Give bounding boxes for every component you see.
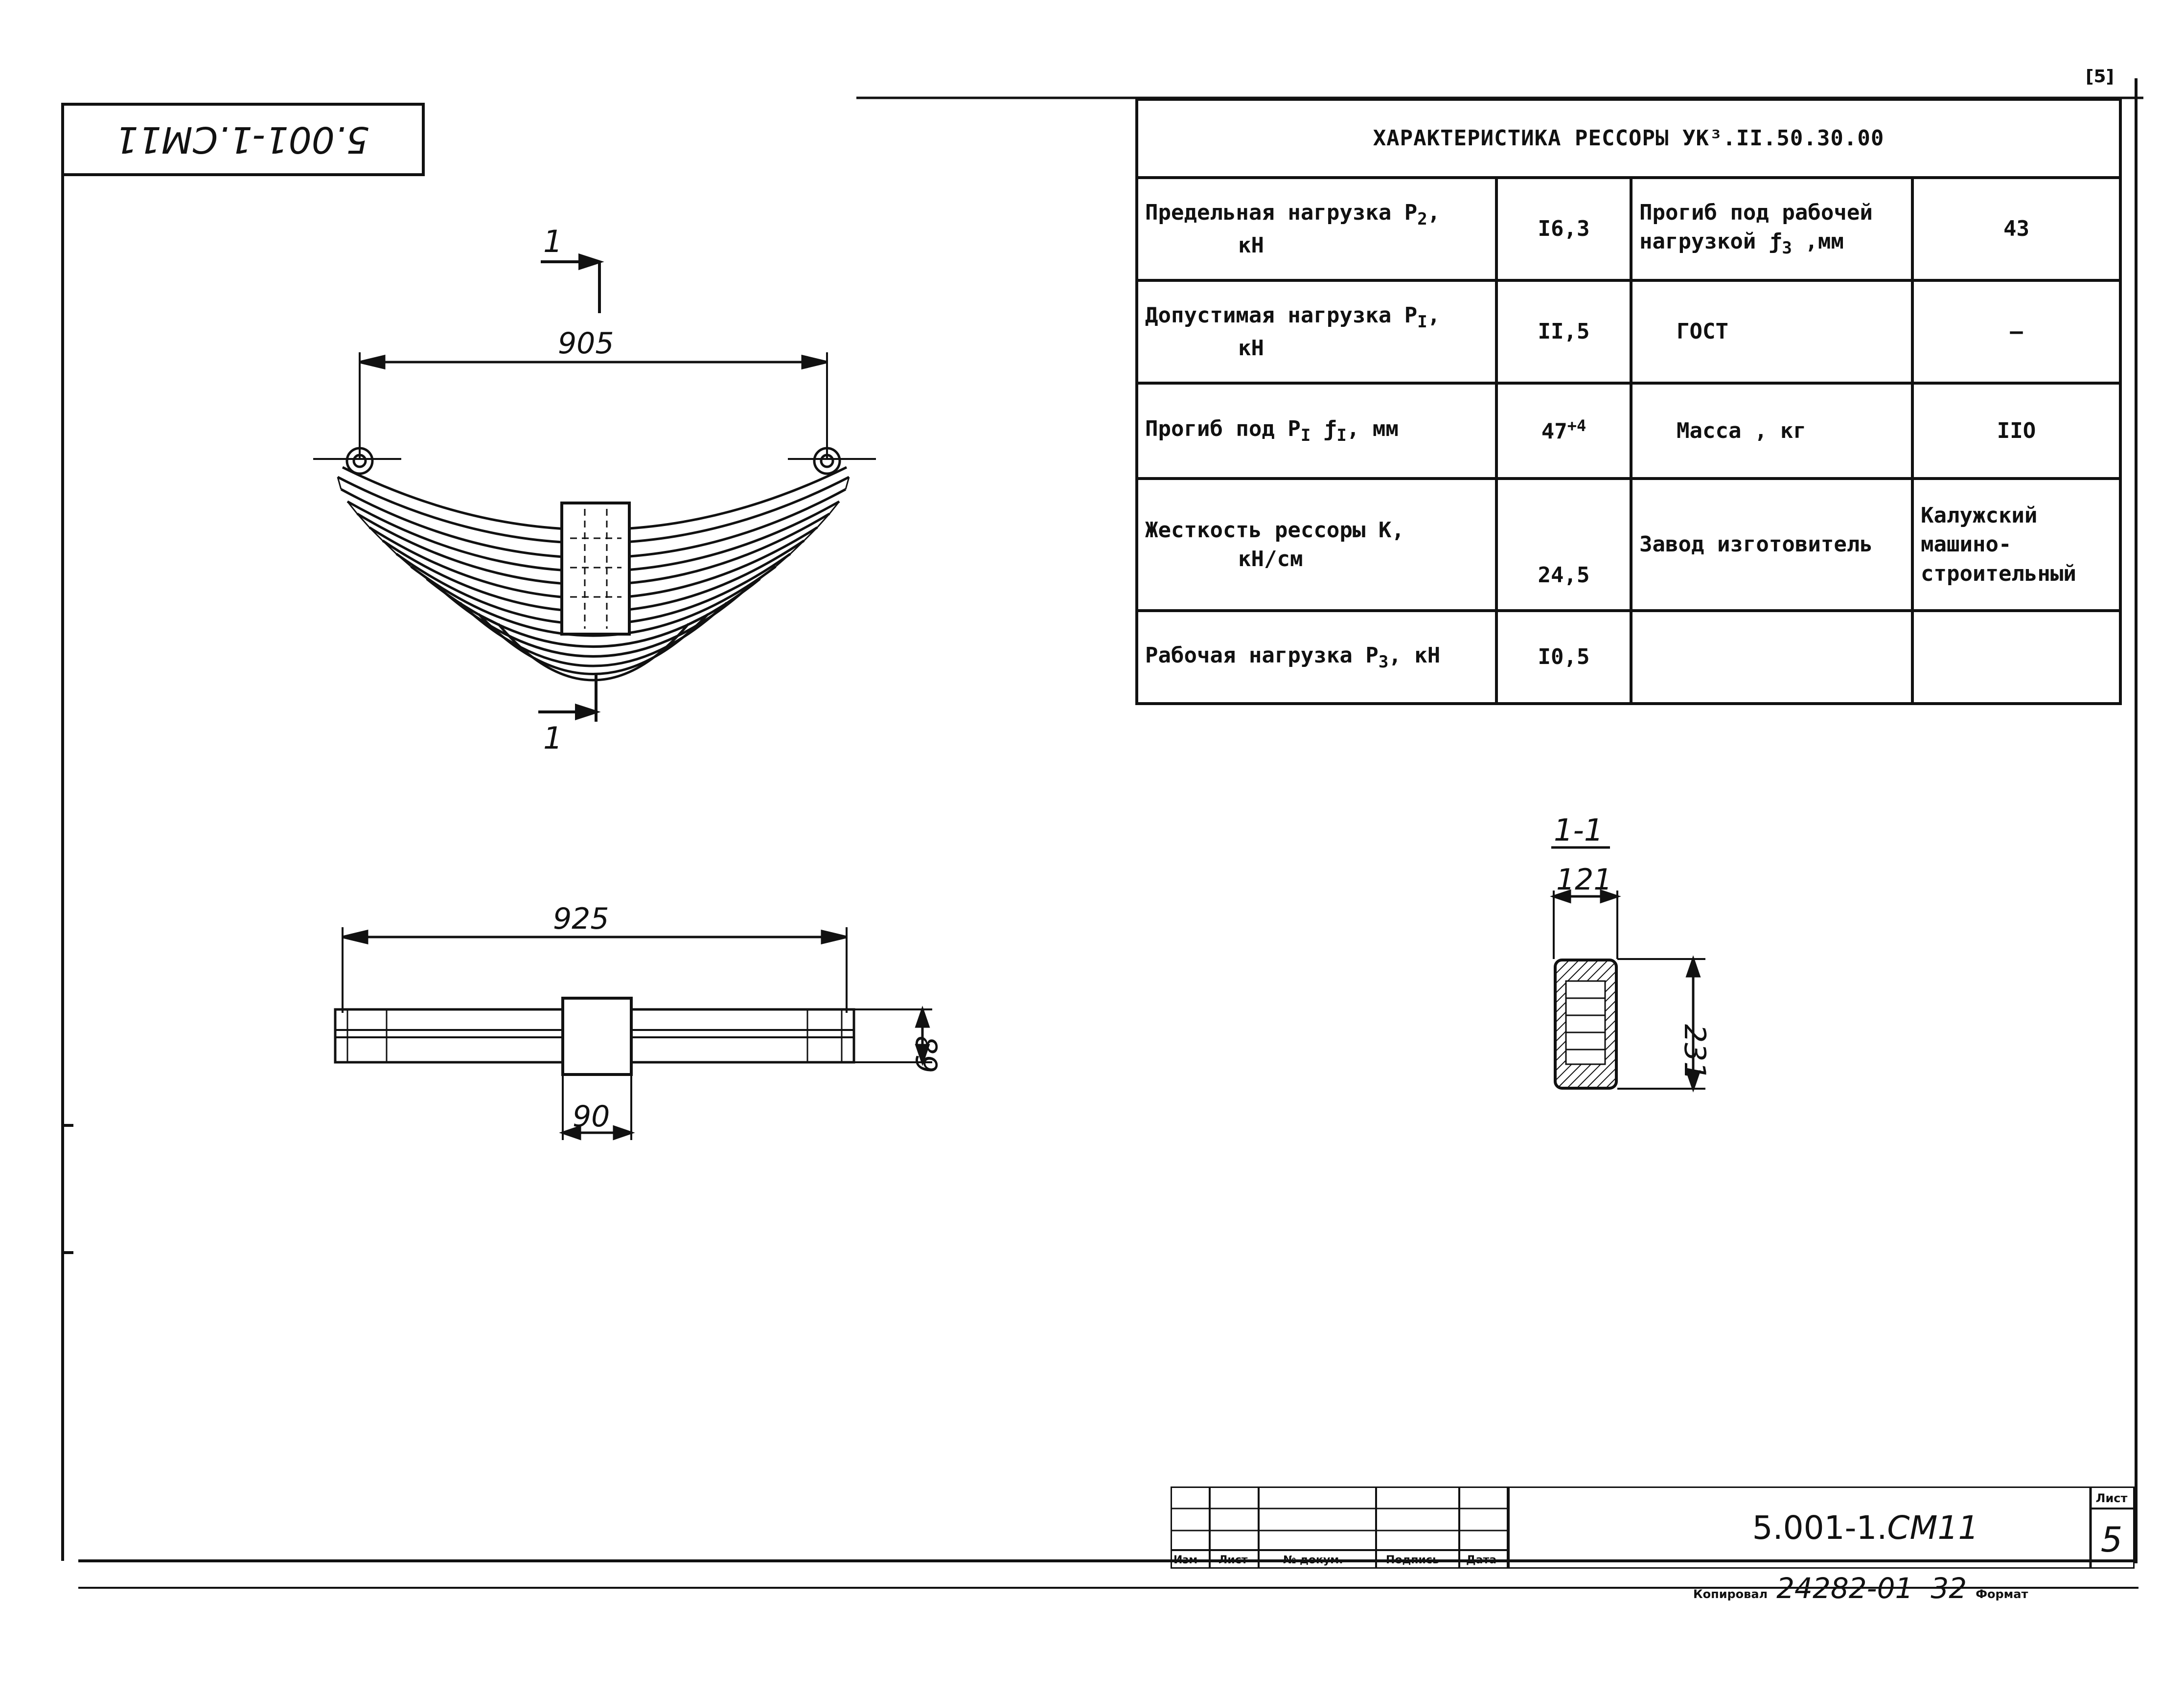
cell-label <box>1630 609 1914 705</box>
sheet-label: Лист <box>2095 1491 2128 1505</box>
title-block-grid <box>1171 1486 2135 1569</box>
dim-plan-width: 89 <box>909 1036 943 1073</box>
cell-label: Предельная нагрузка P2, кН <box>1135 176 1498 282</box>
document-number: 5.001-1.CM11 <box>1752 1509 1979 1547</box>
cell-value: 47+4 <box>1495 382 1632 480</box>
cell-value: 43 <box>1910 176 2122 282</box>
spring-characteristics-table: ХАРАКТЕРИСТИКА РЕССОРЫ УК³.II.50.30.00 П… <box>1135 98 2122 705</box>
column-label: № докум. <box>1283 1554 1343 1566</box>
cell-value: I6,3 <box>1495 176 1632 282</box>
cell-value: I0,5 <box>1495 609 1632 705</box>
title-block: Изм Лист № докум. Подпись Дата 5.001-1.C… <box>1171 1486 2135 1569</box>
corner-page-number: [5] <box>2086 67 2114 87</box>
cell-label: Жесткость рессоры K, кН/см <box>1135 477 1498 612</box>
cell-value: 24,5 <box>1495 477 1632 612</box>
cell-value: II,5 <box>1495 279 1632 385</box>
cell-value: Калужский машино-строительный <box>1910 477 2122 612</box>
dim-plan-length: 925 <box>553 902 609 936</box>
cell-value <box>1910 609 2122 705</box>
sheet-number: 5 <box>2100 1520 2123 1560</box>
column-label: Дата <box>1466 1554 1497 1566</box>
table-row: Предельная нагрузка P2, кН I6,3 Прогиб п… <box>1135 176 2122 282</box>
cell-value: IIO <box>1910 382 2122 480</box>
cell-label: Прогиб под рабочей нагрузкой ƒ3 ,мм <box>1630 176 1914 282</box>
column-label: Подпись <box>1386 1554 1439 1566</box>
dim-clamp-width: 90 <box>573 1099 610 1134</box>
cell-value: — <box>1910 279 2122 385</box>
cell-label: Рабочая нагрузка P3, кН <box>1135 609 1498 705</box>
dim-section-height: 231 <box>1678 1024 1712 1080</box>
cell-label: Допустимая нагрузка PI, кН <box>1135 279 1498 385</box>
table-row: Рабочая нагрузка P3, кН I0,5 <box>1135 609 2122 705</box>
section-title: 1-1 <box>1554 812 1603 848</box>
section-mark-top: 1 <box>543 224 562 259</box>
table-row: Допустимая нагрузка PI, кН II,5 ГОСТ — <box>1135 279 2122 385</box>
document-code-stamp: 5.001-1.CM11 <box>63 103 425 176</box>
cell-label: Масса , кг <box>1630 382 1914 480</box>
table-title: ХАРАКТЕРИСТИКА РЕССОРЫ УК³.II.50.30.00 <box>1135 98 2122 179</box>
table-row: Прогиб под PI ƒI, мм 47+4 Масса , кг IIO <box>1135 382 2122 480</box>
column-label: Лист <box>1218 1554 1248 1566</box>
table-row: Жесткость рессоры K, кН/см 24,5 Завод из… <box>1135 477 2122 612</box>
dim-spring-span: 905 <box>558 326 614 361</box>
cell-label: ГОСТ <box>1630 279 1914 385</box>
column-label: Изм <box>1173 1554 1198 1566</box>
cell-label: Завод изготовитель <box>1630 477 1914 612</box>
section-mark-bottom: 1 <box>543 720 562 756</box>
cell-label: Прогиб под PI ƒI, мм <box>1135 382 1498 480</box>
